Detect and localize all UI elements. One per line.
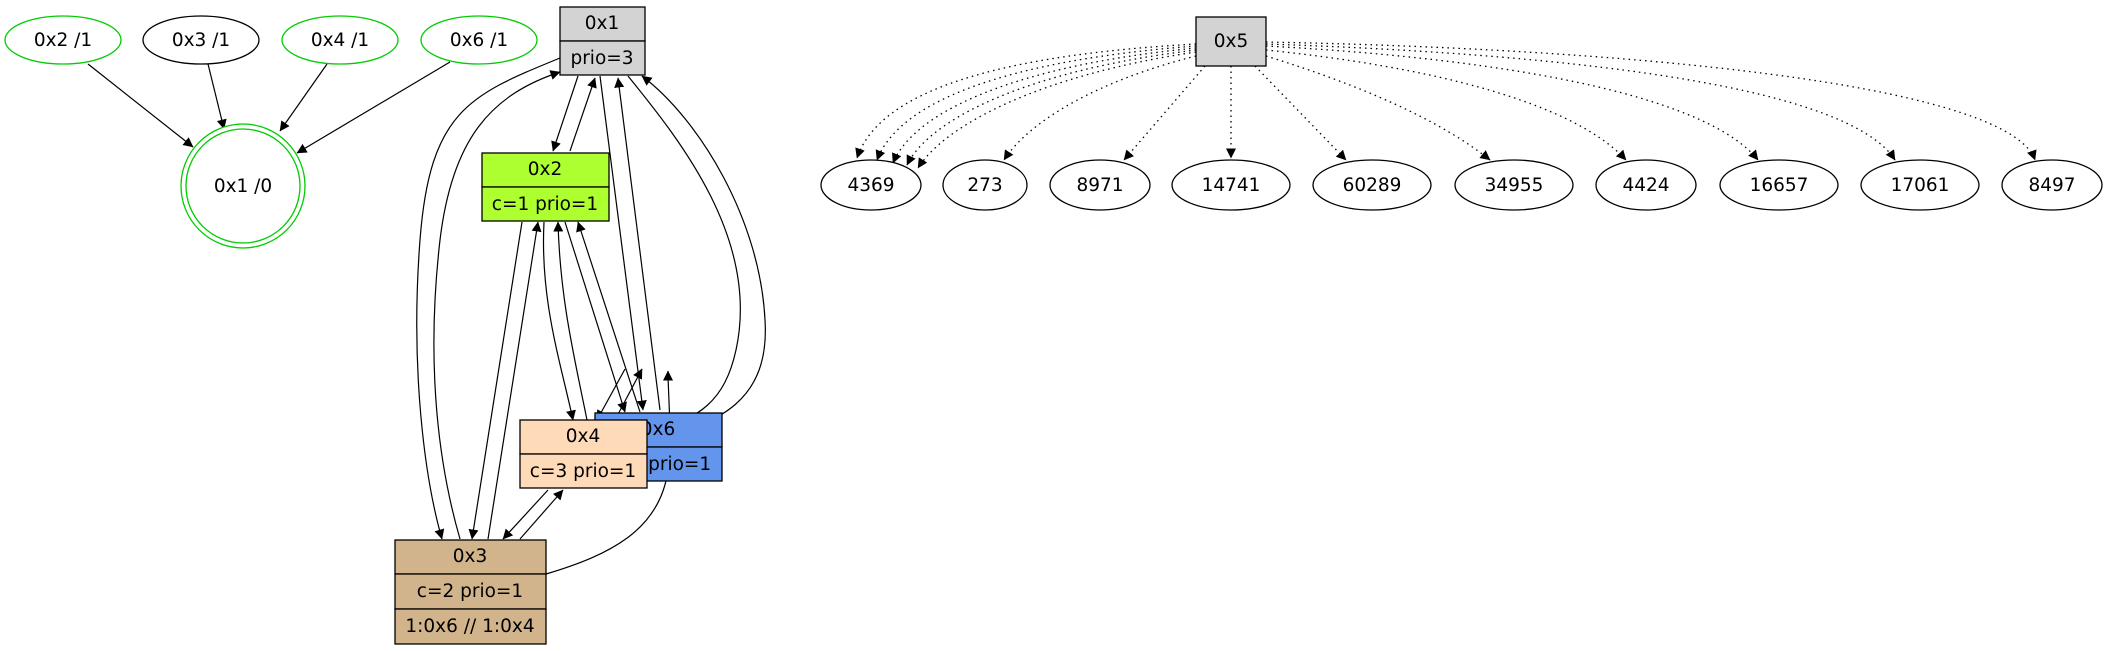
edge-0x3-to-0x4	[519, 489, 564, 540]
edge-0x3-to-0x1	[433, 70, 561, 540]
edge-0x5-to-34955	[1265, 55, 1491, 161]
edge-0x1-to-0x3	[416, 57, 561, 540]
right-graph: 0x5 4369 273 8971 14741 60289 34955 44	[820, 16, 2103, 211]
record-node-0x3-row-1: 1:0x6 // 1:0x4	[405, 616, 534, 637]
edge-0x5-to-4369-c	[892, 47, 1197, 164]
edge-0x6-to-0x4	[596, 368, 626, 421]
leaf-node-34955[interactable]: 34955	[1454, 159, 1574, 211]
edge-0x1-to-0x2	[551, 75, 579, 152]
leaf-node-4369[interactable]: 4369	[820, 159, 922, 211]
edge-0x6-to-0x1	[614, 77, 661, 411]
edge-0x4-to-0x1	[641, 75, 766, 441]
leaf-273-label: 273	[967, 175, 1002, 196]
leaf-node-17061[interactable]: 17061	[1860, 159, 1980, 211]
node-0x3-ellipse[interactable]: 0x3 /1	[142, 15, 260, 65]
dotted-edges	[855, 41, 2037, 169]
edge-0x5-to-16657	[1265, 45, 1759, 161]
edge-0x4-to-0x1	[279, 63, 328, 132]
edge-0x5-to-4369-e	[917, 51, 1197, 169]
leaf-node-8497[interactable]: 8497	[2001, 159, 2103, 211]
node-0x1-double-circle[interactable]: 0x1 /0	[180, 123, 306, 249]
leaf-4424-label: 4424	[1622, 175, 1669, 196]
record-node-0x3[interactable]: 0x3 c=2 prio=1 1:0x6 // 1:0x4	[394, 539, 547, 645]
leaf-34955-label: 34955	[1485, 175, 1544, 196]
leaf-14741-label: 14741	[1202, 175, 1261, 196]
node-0x6-ellipse[interactable]: 0x6 /1	[420, 15, 538, 65]
leaf-17061-label: 17061	[1891, 175, 1950, 196]
edge-0x3-to-0x1	[207, 63, 227, 130]
node-0x2-label: 0x2 /1	[34, 30, 92, 51]
node-0x2-ellipse[interactable]: 0x2 /1	[4, 15, 122, 65]
edge-0x1-to-0x6	[599, 75, 647, 411]
edge-0x6-to-0x2	[576, 221, 641, 413]
edge-0x5-to-8971	[1123, 65, 1206, 161]
edge-0x5-to-273	[1003, 55, 1197, 161]
leaf-4369-label: 4369	[847, 175, 894, 196]
edge-0x2-to-0x1	[569, 77, 597, 152]
record-node-0x4-title: 0x4	[566, 426, 601, 447]
edge-0x3-to-0x2	[487, 221, 542, 540]
record-node-0x3-row-0: c=2 prio=1	[417, 581, 523, 602]
edge-0x5-to-4369-a	[855, 43, 1197, 159]
record-node-0x2-row-0: c=1 prio=1	[492, 194, 598, 215]
record-node-0x6-title: 0x6	[641, 419, 676, 440]
record-node-0x2[interactable]: 0x2 c=1 prio=1	[481, 152, 610, 222]
edge-0x5-to-8497	[1265, 41, 2037, 161]
edge-0x2-to-0x1	[87, 63, 194, 148]
edge-0x5-to-60289	[1254, 65, 1347, 161]
edge-0x4-to-0x6	[614, 368, 643, 421]
leaf-node-4424[interactable]: 4424	[1595, 159, 1697, 211]
leaf-node-14741[interactable]: 14741	[1171, 159, 1291, 211]
record-edges	[416, 57, 766, 575]
leaf-16657-label: 16657	[1750, 175, 1809, 196]
edge-0x1-to-0x4	[627, 75, 741, 435]
node-0x5-label: 0x5	[1214, 31, 1249, 52]
edge-0x5-to-4424	[1265, 49, 1627, 161]
edge-0x2-to-0x3	[468, 221, 523, 540]
edge-0x5-to-17061	[1265, 43, 1896, 161]
record-graph: 0x1 prio=3 0x2 c=1 prio=1 0x6 c=4 prio=1…	[394, 6, 766, 645]
edge-0x4-to-0x3	[502, 489, 549, 540]
edge-0x5-to-4369-d	[906, 49, 1197, 166]
node-0x6-label: 0x6 /1	[450, 30, 508, 51]
edge-0x2-to-0x6	[564, 221, 627, 413]
leaf-node-16657[interactable]: 16657	[1719, 159, 1839, 211]
record-node-0x4-row-0: c=3 prio=1	[530, 461, 636, 482]
edge-0x3-to-0x6	[545, 370, 674, 575]
leaf-60289-label: 60289	[1343, 175, 1402, 196]
record-node-0x4[interactable]: 0x4 c=3 prio=1	[519, 419, 648, 489]
node-0x3-label: 0x3 /1	[172, 30, 230, 51]
leaf-node-273[interactable]: 273	[942, 159, 1028, 211]
record-node-0x1[interactable]: 0x1 prio=3	[559, 6, 646, 76]
node-0x4-ellipse[interactable]: 0x4 /1	[281, 15, 399, 65]
edges-to-0x1-circle	[87, 61, 451, 154]
record-node-0x3-title: 0x3	[453, 546, 488, 567]
left-graph: 0x2 /1 0x3 /1 0x4 /1 0x6 /1 0x1 /0	[4, 15, 538, 249]
edge-0x2-to-0x4	[542, 221, 576, 421]
leaf-8497-label: 8497	[2028, 175, 2075, 196]
edge-0x6-to-0x1	[296, 61, 451, 154]
edge-0x4-to-0x2	[553, 221, 588, 421]
node-0x4-label: 0x4 /1	[311, 30, 369, 51]
record-node-0x1-row-0: prio=3	[570, 48, 633, 69]
record-node-0x1-title: 0x1	[585, 13, 620, 34]
edge-0x5-to-4369-b	[875, 45, 1197, 161]
node-0x1-circle-label: 0x1 /0	[214, 176, 272, 197]
node-0x5[interactable]: 0x5	[1195, 16, 1267, 67]
leaf-node-8971[interactable]: 8971	[1049, 159, 1151, 211]
leaf-8971-label: 8971	[1076, 175, 1123, 196]
leaf-node-60289[interactable]: 60289	[1312, 159, 1432, 211]
record-node-0x2-title: 0x2	[528, 159, 563, 180]
